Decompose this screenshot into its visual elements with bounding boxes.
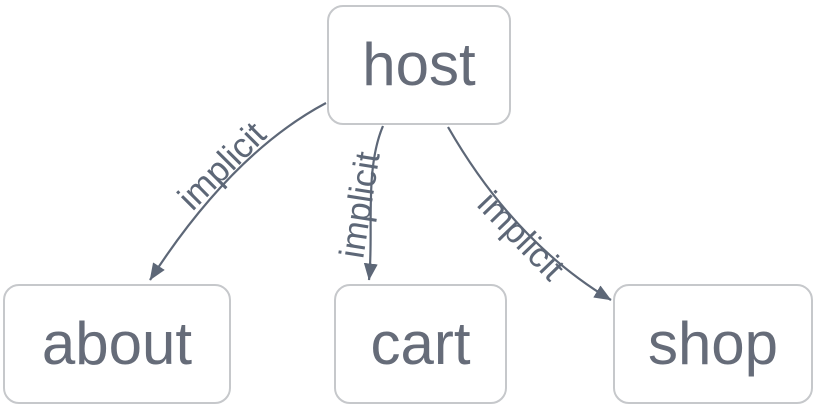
edge-label-implicit: implicit [470,184,573,288]
edge-line [447,126,612,301]
node-host[interactable]: host [327,5,511,125]
edge-label-implicit: implicit [170,114,273,217]
edge-line [149,102,327,281]
edge-host-about: implicit [149,102,327,281]
node-about-label: about [41,310,193,377]
node-host-label: host [362,31,476,98]
edge-host-shop: implicit [447,126,612,301]
node-shop-label: shop [647,310,779,377]
edge-label-implicit: implicit [332,149,387,261]
node-shop[interactable]: shop [613,284,813,404]
edge-line [363,125,385,281]
edge-host-cart: implicit [332,125,388,281]
node-about[interactable]: about [3,284,231,404]
node-cart-label: cart [370,310,471,377]
node-cart[interactable]: cart [334,284,507,404]
